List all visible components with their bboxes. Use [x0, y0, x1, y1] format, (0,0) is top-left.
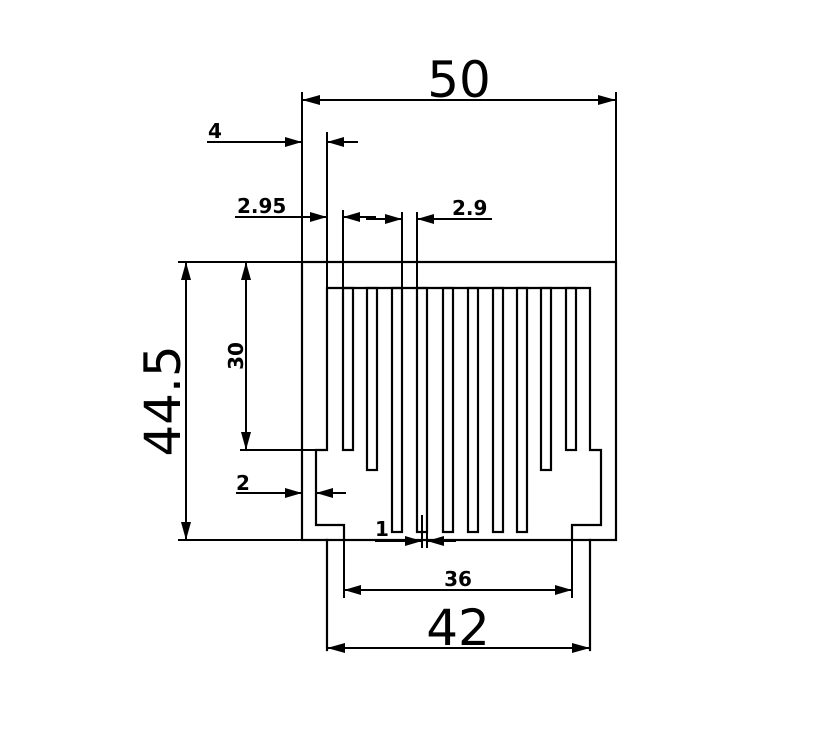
- dim-label-overall-width: 50: [427, 51, 491, 109]
- dim-fin-gap: 2.9: [366, 196, 492, 288]
- bottom-projection: [325, 538, 592, 652]
- dim-base-thickness: 4: [207, 119, 358, 288]
- fin: [341, 286, 355, 452]
- dim-label-fin-gap: 2.9: [452, 196, 487, 220]
- dim-fin-height: 30: [224, 262, 316, 451]
- fin: [390, 286, 404, 534]
- fins: [341, 286, 578, 534]
- dim-overall-width: 50: [301, 51, 617, 262]
- inner-body: [314, 286, 603, 542]
- dim-label-inner-width: 36: [444, 567, 472, 591]
- fin: [539, 286, 553, 472]
- fin: [415, 286, 429, 534]
- fin: [491, 286, 505, 534]
- dim-outer-width: 42: [327, 599, 590, 657]
- dim-label-side-wall: 2: [236, 471, 250, 495]
- fin: [515, 286, 529, 534]
- dim-overall-height: 44.5: [134, 261, 302, 541]
- dim-label-fin-height: 30: [224, 342, 248, 370]
- dim-label-outer-width: 42: [426, 599, 490, 657]
- fin: [466, 286, 480, 534]
- dim-side-wall: 2: [236, 471, 346, 498]
- fin: [564, 286, 578, 452]
- dim-inner-width: 36: [343, 540, 573, 598]
- dim-fin-thickness: 2.95: [235, 194, 376, 288]
- dim-label-fin-thickness: 2.95: [237, 194, 286, 218]
- fin: [441, 286, 455, 534]
- fin: [365, 286, 379, 472]
- dim-label-base-thickness: 4: [208, 119, 222, 143]
- dim-label-fin-tip: 1: [375, 517, 389, 541]
- part-outline: [300, 260, 618, 652]
- dim-label-overall-height: 44.5: [134, 345, 192, 456]
- base-plate: [300, 260, 618, 542]
- dim-fin-tip: 1: [375, 515, 456, 548]
